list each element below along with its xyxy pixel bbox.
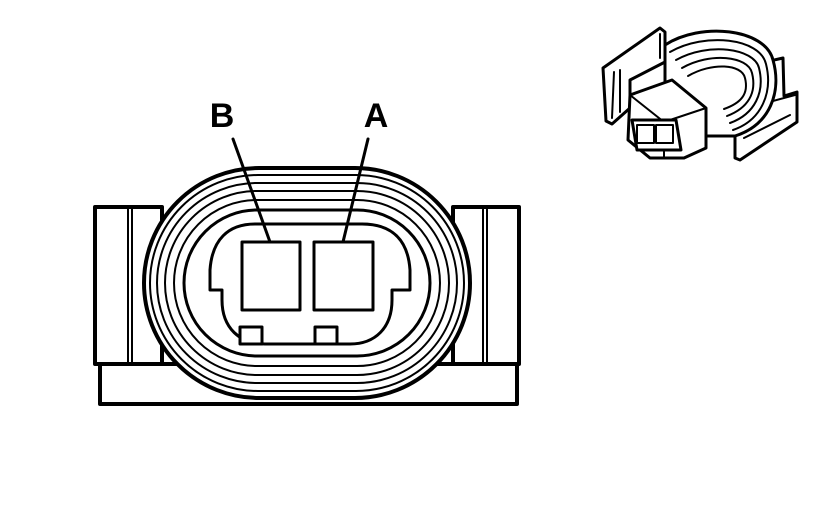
leader-line-b [231, 137, 272, 244]
connector-face-view: B A [93, 97, 521, 406]
connector-isometric-view [601, 26, 799, 162]
terminal-lock-tabs [238, 325, 339, 346]
terminal-b [240, 240, 302, 312]
pin-label-b: B [210, 97, 235, 135]
leader-line-a [341, 137, 370, 244]
terminal-a [312, 240, 375, 312]
pin-label-a: A [364, 97, 389, 135]
